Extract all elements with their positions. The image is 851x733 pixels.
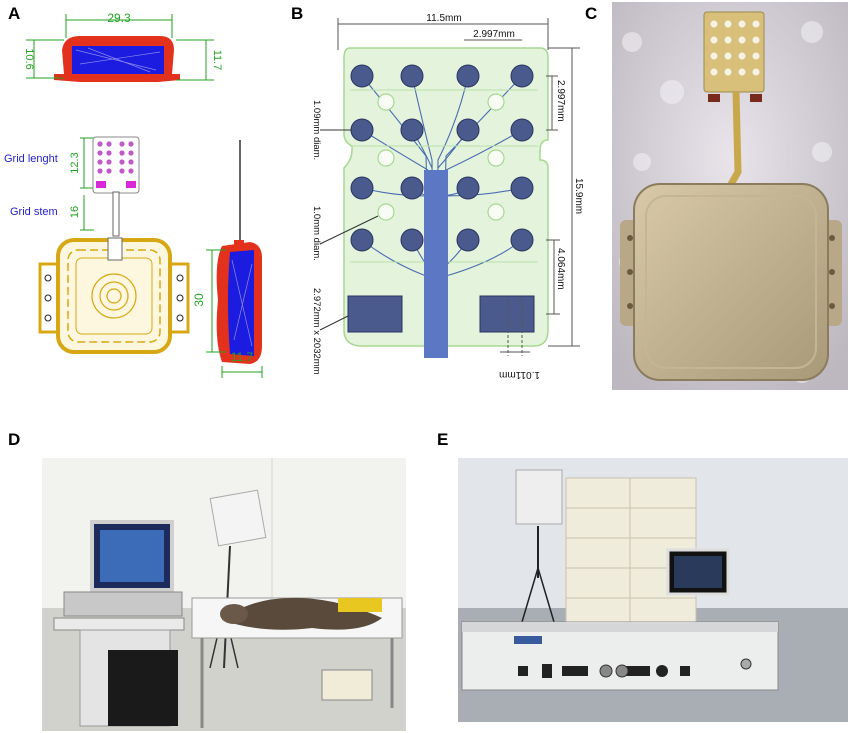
dim-height-left: 10.6: [23, 48, 35, 69]
panel-e-letter: E: [437, 430, 449, 449]
dim-total-width: 11.5mm: [426, 13, 461, 24]
photo-grid-stem: [726, 91, 742, 188]
photo-yellow-tray: [338, 598, 382, 612]
photo-rack-unit: [461, 621, 779, 691]
dim-side-height: 30: [192, 293, 206, 307]
dim-total-height: 15.9mm: [573, 178, 584, 214]
photo-electrode-grid: [703, 11, 765, 93]
panel-e-photo-equipment: [458, 458, 848, 722]
panel-d-letter: D: [8, 430, 21, 449]
dim-side-width: 11.7: [231, 350, 254, 364]
small-pads: [377, 93, 505, 221]
cross-section-top: 29.3 10.6 11.7: [23, 11, 223, 82]
label-large-pad: 1.09mm diam.: [311, 100, 322, 160]
housing-top-view: [38, 237, 190, 354]
callout-rect-pad: [319, 315, 349, 331]
callout-small-pad: [319, 215, 379, 245]
photo-housing: [633, 183, 829, 381]
label-grid-stem: Grid stem: [10, 206, 58, 218]
photo-antenna: [209, 489, 267, 547]
panel-c-letter: C: [585, 4, 598, 23]
panel-d-photo-setup: [42, 458, 406, 731]
photo-instrument-box: [63, 591, 183, 617]
panel-a-drawing: 29.3 10.6 11.7 Grid lenght Grid stem 12.…: [4, 11, 263, 378]
label-grid-length: Grid lenght: [4, 153, 58, 165]
panel-c-photo-implant: [612, 2, 848, 390]
photo-computer: [108, 650, 178, 726]
large-pads: [350, 64, 534, 252]
dim-grid-length: 12.3: [69, 152, 81, 173]
photo-antenna-e: [515, 469, 563, 525]
dim-gap: 1.011mm: [499, 369, 540, 380]
panel-b-electrode-layout: 11.5mm 2.997mm: [311, 13, 584, 380]
dim-width-top: 29.3: [107, 11, 131, 25]
rect-pad-left: [347, 295, 403, 333]
rect-pad-right: [479, 295, 535, 333]
label-small-pad: 1.0mm diam.: [311, 206, 322, 261]
dim-pitch-v: 2.997mm: [555, 80, 566, 122]
dim-height-right: 11.7: [211, 50, 223, 71]
photo-rack-logo: [514, 636, 542, 644]
housing-side-view: 30 11.7: [192, 140, 263, 378]
grid-top-view: 12.3 16: [69, 136, 140, 237]
label-rect-pad: 2.972mm x 2032mm: [311, 288, 322, 375]
trace-bus: [424, 170, 448, 358]
panel-a-letter: A: [8, 4, 21, 23]
dim-pitch-h: 2.997mm: [473, 29, 515, 40]
dim-grid-stem: 16: [69, 206, 81, 218]
dim-lower: 4.064mm: [555, 248, 566, 290]
panel-b-letter: B: [291, 4, 304, 23]
